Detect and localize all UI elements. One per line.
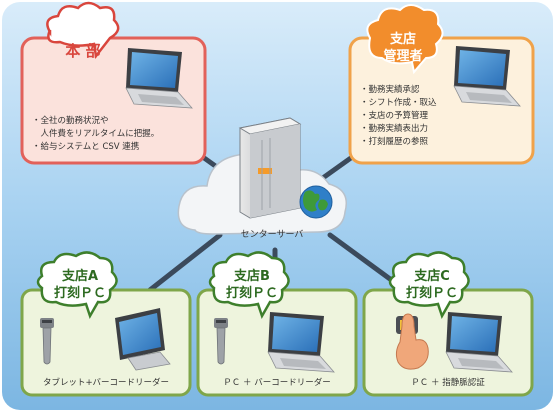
manager-item: ・支店の予算管理	[360, 111, 429, 121]
finger-vein-scanner-icon	[395, 313, 429, 370]
manager-item: ・打刻履歴の参照	[360, 137, 429, 147]
hq-item: 人件費をリアルタイムに把握。	[32, 129, 160, 139]
hq-title: 本 部	[65, 42, 101, 60]
branch-c-title-line2: 打刻ＰＣ	[405, 286, 458, 301]
branch-a-caption: タブレット+バーコードリーダー	[42, 378, 170, 388]
manager-title-bubble	[366, 4, 444, 75]
branch-c-caption: ＰＣ ＋ 指静脈認証	[411, 378, 485, 388]
branch-c-title-line1: 支店C	[414, 269, 450, 284]
branch-b-title-line1: 支店B	[234, 269, 270, 284]
hq-item-list: ・全社の勤務状況や 人件費をリアルタイムに把握。 ・給与システムと CSV 連携	[32, 115, 192, 154]
branch-b-title-line2: 打刻ＰＣ	[225, 286, 278, 301]
manager-item-list: ・勤務実績承認 ・シフト作成・取込 ・支店の予算管理 ・勤務実績表出力 ・打刻履…	[360, 84, 460, 149]
manager-item: ・勤務実績表出力	[360, 124, 429, 134]
branch-a-title-line2: 打刻ＰＣ	[53, 286, 106, 301]
branch-c-bubble	[388, 251, 470, 320]
hq-item: ・給与システムと CSV 連携	[32, 142, 140, 152]
branch-b-bubble	[208, 251, 290, 320]
branch-a-bubble	[36, 251, 118, 320]
manager-title-line2: 管理者	[383, 49, 423, 64]
hq-item: ・全社の勤務状況や	[32, 116, 109, 126]
server-icon	[238, 117, 302, 219]
manager-item: ・シフト作成・取込	[360, 98, 437, 108]
manager-item: ・勤務実績承認	[360, 85, 420, 95]
manager-title-line1: 支店	[389, 32, 416, 47]
branch-a-tablet-icon	[115, 308, 171, 371]
branch-b-caption: ＰＣ ＋ バーコードリーダー	[223, 378, 331, 388]
hq-title-bubble	[46, 1, 120, 60]
globe-icon	[299, 185, 333, 219]
center-server-label: センターサーバ	[240, 230, 304, 240]
branch-a-title-line1: 支店A	[61, 269, 99, 284]
